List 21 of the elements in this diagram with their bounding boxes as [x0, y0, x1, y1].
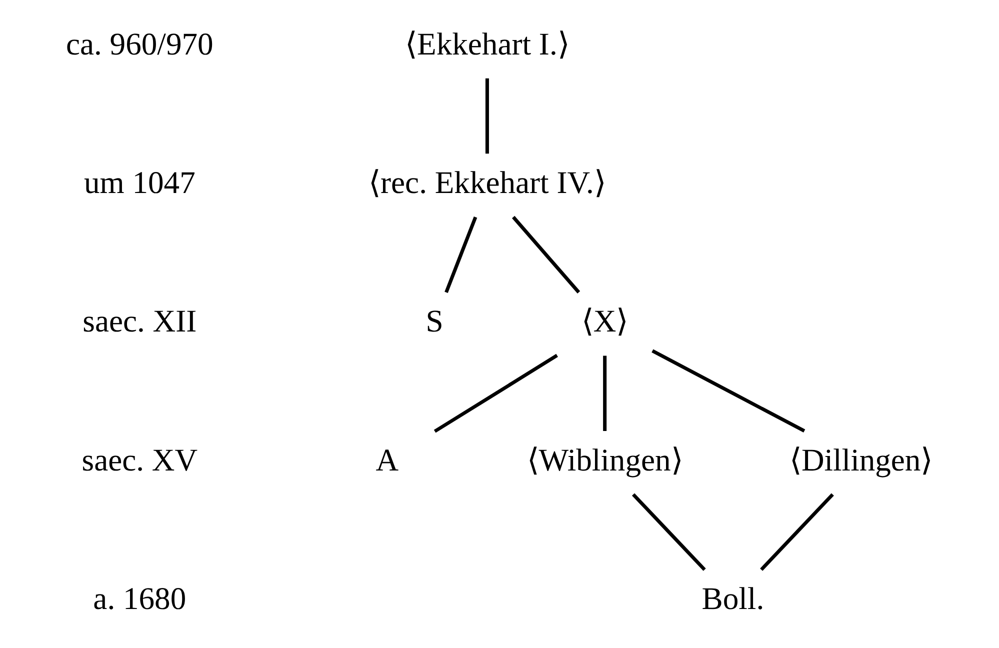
- node-text: S: [426, 304, 444, 339]
- connector: [632, 493, 706, 571]
- connector: [485, 78, 489, 154]
- connector: [444, 216, 478, 293]
- label: ca. 960/970: [66, 26, 214, 62]
- label: saec. XV: [82, 442, 198, 478]
- connector: [652, 349, 806, 433]
- label: saec. XII: [82, 304, 197, 339]
- node-text: ⟨Wiblingen⟩: [526, 442, 683, 478]
- node-text: A: [376, 442, 399, 478]
- node-text: Boll.: [702, 581, 764, 616]
- connector: [434, 354, 558, 433]
- connector: [760, 493, 834, 571]
- node-text: ⟨Ekkehart I.⟩: [405, 26, 570, 62]
- node-text: ⟨rec. Ekkehart IV.⟩: [368, 165, 606, 200]
- label: a. 1680: [93, 581, 186, 616]
- node-text: ⟨Dillingen⟩: [789, 442, 933, 478]
- node-text: ⟨X⟩: [581, 304, 628, 339]
- connector: [603, 356, 607, 431]
- connector: [512, 216, 580, 294]
- label: um 1047: [84, 165, 196, 200]
